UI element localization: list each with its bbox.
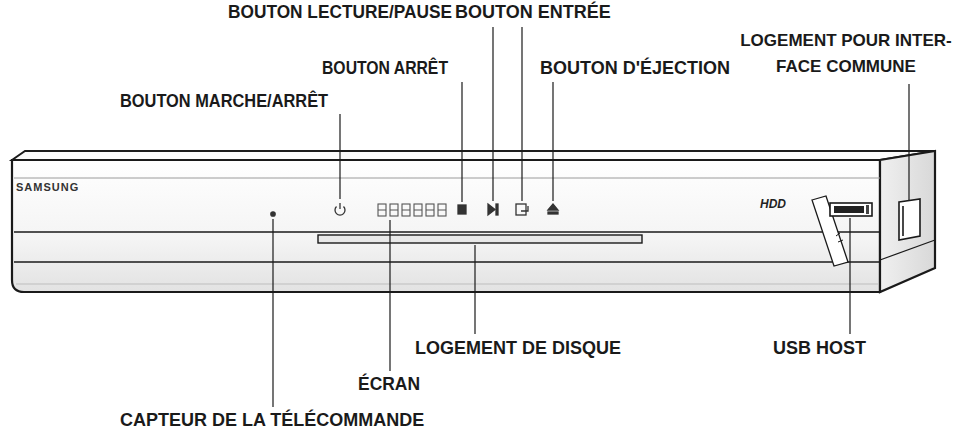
leader-lines <box>273 27 909 407</box>
callout-label: ÉCRAN <box>358 373 420 395</box>
callout-label: LOGEMENT POUR INTER- FACE COMMUNE <box>728 28 964 80</box>
callout-label: BOUTON ARRÊT <box>322 57 448 79</box>
callout-label: CAPTEUR DE LA TÉLÉCOMMANDE <box>120 409 424 431</box>
device-body <box>12 151 935 292</box>
callout-label: BOUTON D'ÉJECTION <box>540 57 730 79</box>
hdd-logo: HDD <box>760 196 786 212</box>
enter-button <box>516 204 528 215</box>
common-interface-slot <box>899 199 920 240</box>
callout-label: BOUTON LECTURE/PAUSE <box>228 1 452 23</box>
remote-sensor <box>271 212 275 216</box>
display-digits <box>378 204 446 216</box>
front-controls <box>271 203 558 216</box>
usb-port <box>812 196 872 266</box>
eject-button <box>548 204 558 214</box>
stop-button <box>458 205 466 214</box>
power-button <box>335 203 345 215</box>
callout-label: BOUTON MARCHE/ARRÊT <box>120 90 328 112</box>
play-pause-button <box>488 204 498 215</box>
brand-logo: SAMSUNG <box>16 180 79 195</box>
callout-label: LOGEMENT DE DISQUE <box>415 337 621 359</box>
disc-slot <box>318 235 642 243</box>
callout-label: USB HOST <box>773 337 866 359</box>
callout-label: BOUTON ENTRÉE <box>455 1 611 23</box>
